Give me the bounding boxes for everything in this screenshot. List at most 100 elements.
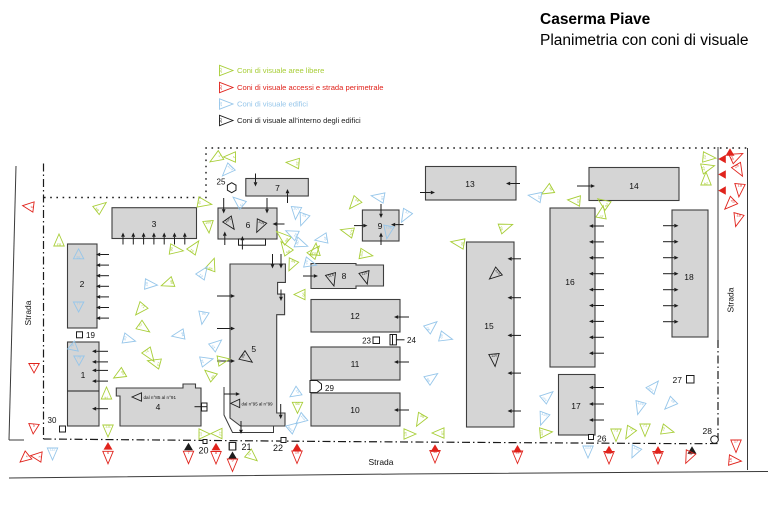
svg-text:70: 70 bbox=[137, 323, 143, 329]
svg-text:80: 80 bbox=[295, 240, 300, 245]
svg-text:27: 27 bbox=[599, 214, 604, 219]
svg-text:18: 18 bbox=[684, 272, 694, 282]
svg-text:30: 30 bbox=[48, 416, 57, 425]
svg-text:20: 20 bbox=[730, 198, 736, 204]
svg-text:119: 119 bbox=[494, 268, 501, 275]
svg-text:4: 4 bbox=[33, 363, 35, 367]
svg-text:1: 1 bbox=[38, 456, 42, 459]
svg-text:90: 90 bbox=[425, 326, 431, 332]
svg-text:18: 18 bbox=[736, 213, 741, 218]
svg-text:Coni di visuale edifici: Coni di visuale edifici bbox=[237, 100, 308, 109]
svg-text:16: 16 bbox=[380, 195, 385, 200]
svg-text:18: 18 bbox=[323, 236, 328, 241]
svg-text:Strada: Strada bbox=[23, 300, 33, 325]
svg-text:3: 3 bbox=[152, 219, 157, 229]
svg-text:15: 15 bbox=[484, 321, 494, 331]
svg-text:13: 13 bbox=[465, 179, 475, 189]
svg-text:89: 89 bbox=[439, 334, 444, 339]
svg-text:24: 24 bbox=[704, 181, 708, 185]
svg-text:75: 75 bbox=[239, 202, 245, 208]
svg-text:115: 115 bbox=[361, 271, 368, 276]
svg-text:81: 81 bbox=[302, 213, 307, 218]
svg-text:7: 7 bbox=[187, 451, 189, 455]
svg-text:84: 84 bbox=[291, 259, 297, 264]
svg-text:101: 101 bbox=[300, 414, 307, 421]
svg-text:73: 73 bbox=[614, 429, 618, 433]
svg-text:95: 95 bbox=[201, 311, 206, 316]
svg-text:86: 86 bbox=[284, 237, 290, 243]
svg-text:3: 3 bbox=[30, 206, 34, 209]
svg-text:20: 20 bbox=[218, 85, 223, 90]
svg-text:78: 78 bbox=[69, 343, 75, 349]
svg-text:30: 30 bbox=[730, 156, 735, 162]
svg-text:96: 96 bbox=[301, 292, 305, 296]
svg-text:22: 22 bbox=[273, 443, 283, 453]
svg-text:29: 29 bbox=[325, 384, 334, 393]
svg-text:20: 20 bbox=[218, 101, 223, 106]
svg-text:71: 71 bbox=[643, 424, 647, 428]
svg-text:14: 14 bbox=[200, 359, 205, 364]
svg-text:19: 19 bbox=[404, 432, 408, 436]
svg-text:20: 20 bbox=[218, 118, 223, 123]
svg-text:15: 15 bbox=[295, 389, 301, 395]
svg-text:116: 116 bbox=[327, 273, 334, 279]
svg-text:124: 124 bbox=[637, 401, 644, 407]
svg-text:19: 19 bbox=[738, 183, 743, 187]
svg-text:93: 93 bbox=[123, 336, 128, 341]
svg-text:87: 87 bbox=[197, 200, 202, 205]
svg-text:26: 26 bbox=[597, 434, 607, 444]
svg-text:19: 19 bbox=[537, 195, 542, 200]
svg-text:8: 8 bbox=[215, 451, 217, 455]
svg-text:106: 106 bbox=[385, 225, 392, 230]
svg-text:20: 20 bbox=[218, 68, 223, 73]
svg-text:112: 112 bbox=[49, 448, 55, 452]
svg-text:94: 94 bbox=[548, 186, 554, 192]
svg-text:21: 21 bbox=[242, 442, 252, 452]
svg-text:11: 11 bbox=[433, 450, 437, 454]
svg-text:122: 122 bbox=[539, 430, 544, 437]
svg-text:101: 101 bbox=[349, 229, 355, 236]
svg-text:20: 20 bbox=[199, 446, 209, 456]
svg-text:99: 99 bbox=[208, 266, 213, 271]
svg-text:102: 102 bbox=[359, 250, 364, 257]
svg-text:72: 72 bbox=[628, 427, 634, 433]
svg-text:16: 16 bbox=[728, 458, 732, 463]
svg-text:122: 122 bbox=[633, 445, 640, 451]
svg-text:5: 5 bbox=[33, 424, 35, 428]
svg-text:88: 88 bbox=[425, 377, 431, 383]
svg-text:74: 74 bbox=[104, 395, 108, 399]
svg-text:5: 5 bbox=[251, 344, 256, 354]
svg-text:Strada: Strada bbox=[726, 287, 736, 312]
svg-text:83: 83 bbox=[57, 242, 61, 246]
svg-text:2: 2 bbox=[25, 454, 29, 458]
svg-text:91: 91 bbox=[189, 248, 195, 254]
svg-text:128: 128 bbox=[647, 386, 654, 393]
svg-text:120: 120 bbox=[491, 353, 498, 358]
svg-text:18: 18 bbox=[670, 398, 676, 404]
svg-text:11: 11 bbox=[246, 451, 252, 457]
svg-text:17: 17 bbox=[404, 210, 410, 216]
svg-text:28: 28 bbox=[703, 426, 713, 436]
svg-text:22: 22 bbox=[702, 155, 706, 160]
svg-text:111: 111 bbox=[105, 425, 111, 429]
svg-text:13: 13 bbox=[218, 431, 222, 435]
svg-text:15: 15 bbox=[688, 451, 694, 456]
svg-text:71: 71 bbox=[140, 303, 146, 309]
svg-text:9: 9 bbox=[378, 221, 383, 231]
svg-text:85: 85 bbox=[285, 249, 291, 255]
svg-text:2: 2 bbox=[80, 279, 85, 289]
svg-text:11: 11 bbox=[351, 359, 360, 369]
svg-text:79: 79 bbox=[77, 356, 81, 360]
svg-text:69: 69 bbox=[120, 370, 126, 376]
svg-text:98: 98 bbox=[419, 414, 425, 420]
svg-text:14: 14 bbox=[629, 181, 639, 191]
svg-text:16: 16 bbox=[565, 277, 575, 287]
svg-text:2: 2 bbox=[232, 156, 236, 158]
svg-text:70: 70 bbox=[661, 427, 666, 432]
svg-text:1: 1 bbox=[217, 154, 222, 158]
svg-text:100: 100 bbox=[205, 220, 212, 225]
svg-text:19: 19 bbox=[86, 331, 95, 340]
svg-text:103: 103 bbox=[227, 164, 234, 171]
svg-text:25: 25 bbox=[576, 199, 580, 204]
svg-text:26: 26 bbox=[604, 202, 610, 208]
